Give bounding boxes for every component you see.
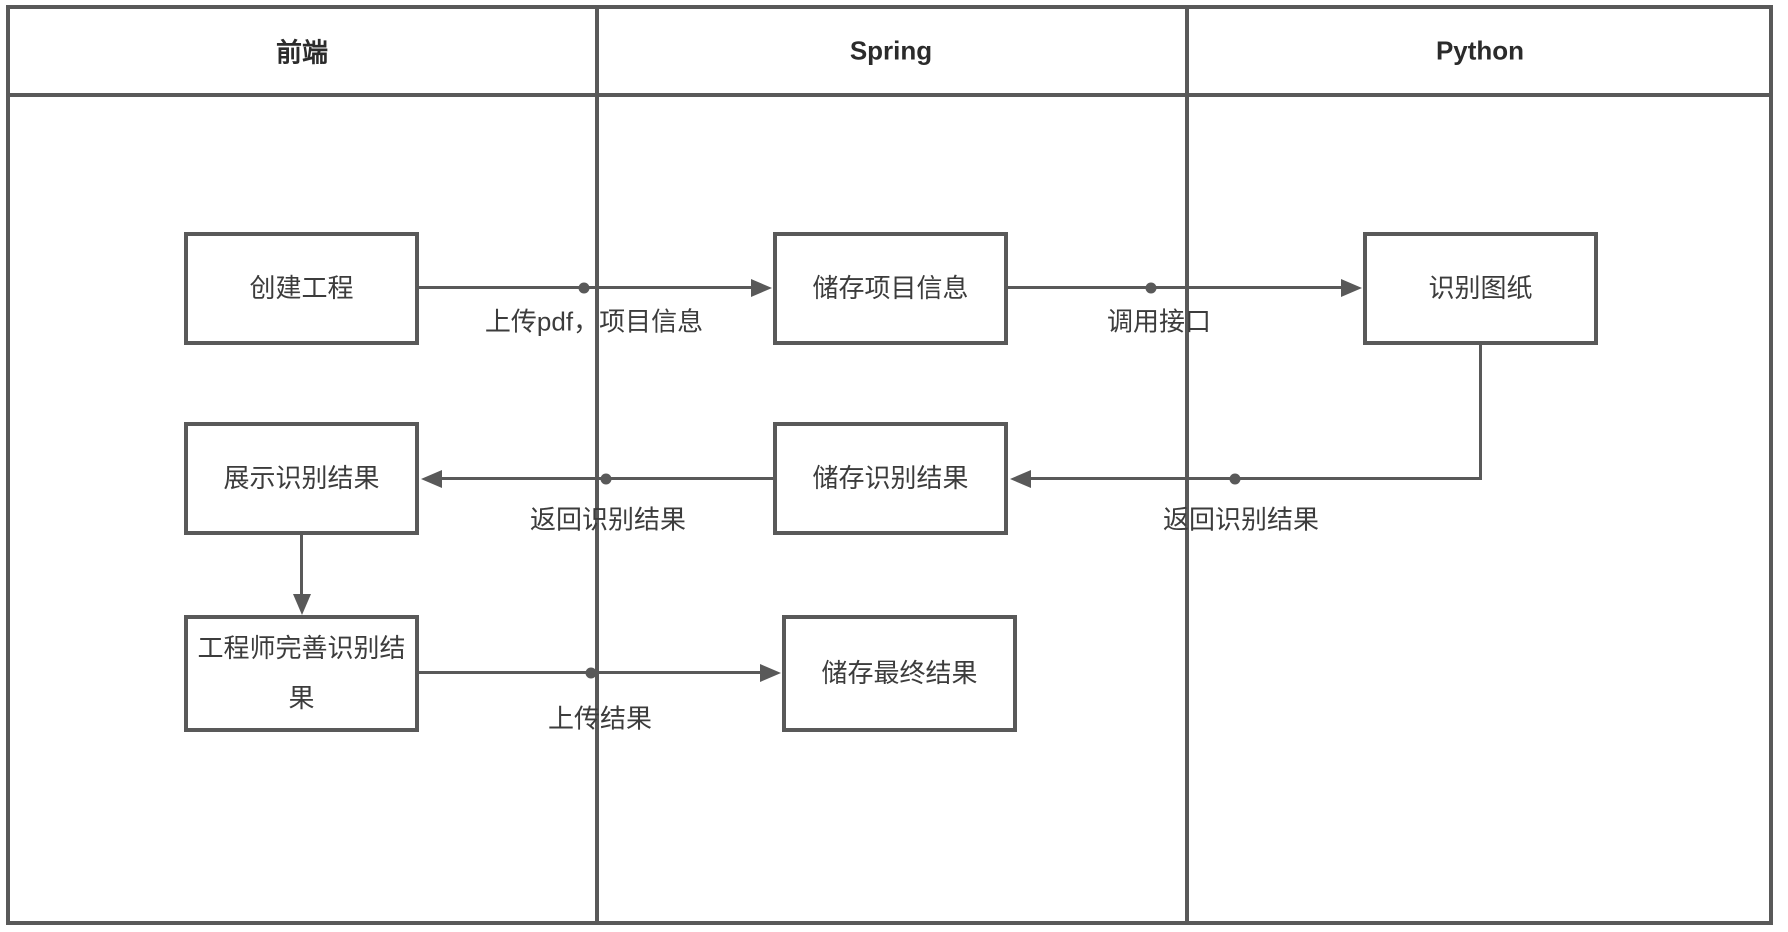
arrowhead-right-icon [1341, 279, 1362, 297]
edge-label-return-result-python: 返回识别结果 [1162, 504, 1320, 535]
header-separator-line [6, 93, 1773, 97]
arrowhead-right-icon [760, 664, 781, 682]
edge-label-return-result-spring: 返回识别结果 [529, 504, 687, 535]
arrowhead-right-icon [751, 279, 772, 297]
junction-dot [1145, 282, 1157, 294]
node-create-project: 创建工程 [184, 232, 419, 345]
edge-label-call-api: 调用接口 [1106, 306, 1212, 337]
diagram-border [6, 5, 1773, 925]
node-engineer-refine-result: 工程师完善识别结果 [184, 615, 419, 732]
lane-divider-frontend-spring [595, 5, 599, 925]
node-recognize-drawing: 识别图纸 [1363, 232, 1598, 345]
junction-dot [578, 282, 590, 294]
arrowhead-down-icon [293, 594, 311, 615]
node-store-recognition-result: 储存识别结果 [773, 422, 1008, 535]
connector-call-api [1008, 286, 1344, 289]
connector-return-result-python [1028, 477, 1482, 480]
lane-header-python: Python [1435, 35, 1525, 66]
lane-header-spring: Spring [849, 35, 933, 66]
node-show-recognition-result: 展示识别结果 [184, 422, 419, 535]
junction-dot [600, 473, 612, 485]
lane-header-frontend: 前端 [275, 37, 329, 68]
node-store-project-info: 储存项目信息 [773, 232, 1008, 345]
connector-return-result-python-vertical [1479, 345, 1482, 478]
node-store-final-result: 储存最终结果 [782, 615, 1017, 732]
connector-refine-step [300, 535, 303, 597]
arrowhead-left-icon [1010, 470, 1031, 488]
edge-label-upload-pdf: 上传pdf，项目信息 [484, 306, 704, 337]
edge-label-upload-result: 上传结果 [547, 703, 653, 734]
arrowhead-left-icon [421, 470, 442, 488]
junction-dot [585, 667, 597, 679]
junction-dot [1229, 473, 1241, 485]
lane-divider-spring-python [1185, 5, 1189, 925]
